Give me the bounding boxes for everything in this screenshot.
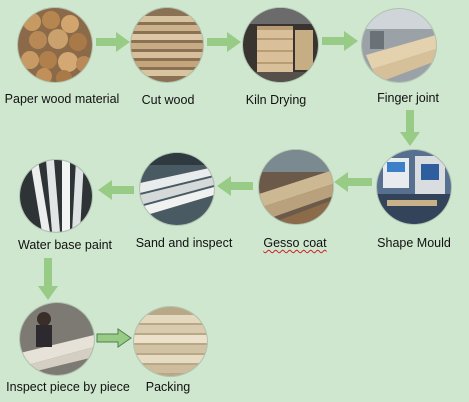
water-base-paint-label: Water base paint	[18, 238, 112, 252]
arrow-right-4-icon	[96, 328, 132, 348]
inspect-piece-by-piece-label: Inspect piece by piece	[6, 380, 130, 394]
finger-joint-photo	[362, 9, 436, 82]
packing-label: Packing	[146, 380, 190, 394]
sand-and-inspect-label: Sand and inspect	[136, 236, 233, 250]
paper-wood-material-photo	[18, 8, 92, 82]
shape-mould-label: Shape Mould	[377, 236, 451, 250]
sand-and-inspect-photo	[140, 153, 214, 225]
inspect-piece-by-piece-photo	[20, 303, 94, 375]
water-base-paint-photo	[20, 160, 92, 232]
cut-wood-label: Cut wood	[142, 93, 195, 107]
packing-photo	[134, 307, 207, 376]
kiln-drying-photo	[243, 8, 318, 82]
arrow-right-3-icon	[322, 31, 358, 51]
arrow-right-2-icon	[207, 32, 241, 52]
arrow-left-2-icon	[217, 176, 253, 196]
arrow-down-1-icon	[400, 110, 420, 146]
arrow-right-1-icon	[96, 32, 130, 52]
arrow-down-2-icon	[38, 258, 58, 300]
gesso-coat-photo	[259, 150, 333, 224]
arrow-left-3-icon	[98, 180, 134, 200]
gesso-coat-label: Gesso coat	[263, 236, 326, 250]
cut-wood-photo	[131, 8, 203, 82]
arrow-left-1-icon	[334, 172, 372, 192]
shape-mould-photo	[377, 150, 451, 224]
finger-joint-label: Finger joint	[377, 91, 439, 105]
kiln-drying-label: Kiln Drying	[246, 93, 306, 107]
paper-wood-material-label: Paper wood material	[5, 92, 120, 106]
